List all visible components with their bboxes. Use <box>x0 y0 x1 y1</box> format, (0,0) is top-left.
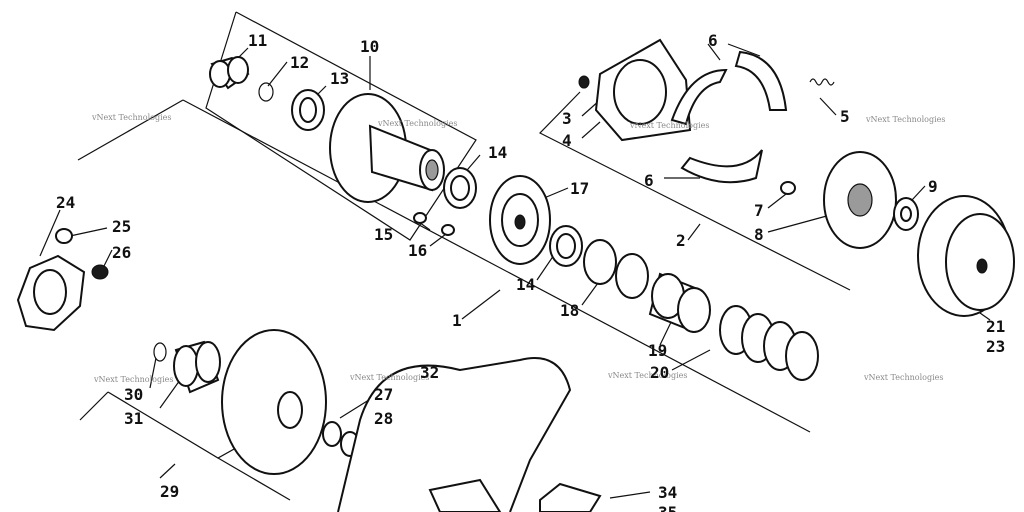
part-31-bushing <box>173 340 221 394</box>
part-14-bearing-upper <box>443 167 477 209</box>
callout-18: 18 <box>560 301 579 320</box>
watermark-3: vNext Technologies <box>629 121 709 130</box>
part-6-shoe-upper <box>670 50 788 126</box>
callout-14a: 14 <box>488 143 507 162</box>
watermark-1: vNext Technologies <box>91 113 171 122</box>
callout-23: 23 <box>986 337 1005 356</box>
callout-6b: 6 <box>644 171 654 190</box>
part-4-plate <box>594 38 692 142</box>
callout-15: 15 <box>374 225 393 244</box>
part-18-rings <box>583 239 649 299</box>
part-14-bearing-lower <box>549 225 583 267</box>
callout-14b: 14 <box>516 275 535 294</box>
part-24-fan <box>16 254 86 332</box>
part-3-nut <box>578 75 590 89</box>
part-7-bolt <box>780 181 796 195</box>
part-6-shoe-lower <box>680 149 763 184</box>
callout-26: 26 <box>112 243 131 262</box>
watermark-6: vNext Technologies <box>349 373 429 382</box>
callout-13: 13 <box>330 69 349 88</box>
callout-16: 16 <box>408 241 427 260</box>
callout-24: 24 <box>56 193 75 212</box>
part-17-fixed-face <box>489 175 551 265</box>
part-10-drive-face <box>329 93 445 203</box>
watermarks: vNext Technologies vNext Technologies vN… <box>91 113 945 384</box>
callout-4: 4 <box>562 131 572 150</box>
callout-25: 25 <box>112 217 131 236</box>
callout-27: 27 <box>374 385 393 404</box>
part-30-clip <box>153 342 167 362</box>
callout-11: 11 <box>248 31 267 50</box>
callout-19: 19 <box>648 341 667 360</box>
part-35-part <box>539 482 602 512</box>
part-32-belt <box>337 357 572 512</box>
callout-32: 32 <box>420 363 439 382</box>
callout-6a: 6 <box>708 31 718 50</box>
callout-12: 12 <box>290 53 309 72</box>
callout-28: 28 <box>374 409 393 428</box>
part-19-sleeve <box>648 272 711 333</box>
callout-3: 3 <box>562 109 572 128</box>
watermark-4: vNext Technologies <box>865 115 945 124</box>
part-8-drive-plate <box>823 151 897 249</box>
callout-31: 31 <box>124 409 143 428</box>
callout-10: 10 <box>360 37 379 56</box>
part-16-pin <box>441 224 455 236</box>
callout-labels: 1 2 3 4 5 6 6 7 8 9 10 11 12 13 14 14 15… <box>56 31 1005 512</box>
callout-5: 5 <box>840 107 850 126</box>
callout-30: 30 <box>124 385 143 404</box>
watermark-8: vNext Technologies <box>863 373 943 382</box>
callout-2: 2 <box>676 231 686 250</box>
part-26-nut <box>91 264 109 280</box>
part-13-seal <box>291 89 325 131</box>
part-12-circlip <box>258 82 274 102</box>
callout-8: 8 <box>754 225 764 244</box>
callout-29: 29 <box>160 482 179 501</box>
part-29-driven-face <box>221 329 327 475</box>
callout-34: 34 <box>658 483 677 502</box>
watermark-7: vNext Technologies <box>607 371 687 380</box>
part-15-pin <box>413 212 427 224</box>
callout-7: 7 <box>754 201 764 220</box>
part-20-spring <box>719 305 819 381</box>
callout-35: 35 <box>658 503 677 512</box>
part-21-clutch-drum <box>917 195 1015 317</box>
part-9-nut <box>893 197 919 231</box>
part-5-spring <box>809 78 835 86</box>
part-25-nut <box>55 228 73 244</box>
callout-1: 1 <box>452 311 462 330</box>
callout-20: 20 <box>650 363 669 382</box>
part-34-pulley <box>428 478 502 512</box>
part-11-bushing <box>209 56 250 90</box>
callout-9: 9 <box>928 177 938 196</box>
watermark-5: vNext Technologies <box>93 375 173 384</box>
callout-21: 21 <box>986 317 1005 336</box>
watermark-2: vNext Technologies <box>377 119 457 128</box>
callout-17: 17 <box>570 179 589 198</box>
